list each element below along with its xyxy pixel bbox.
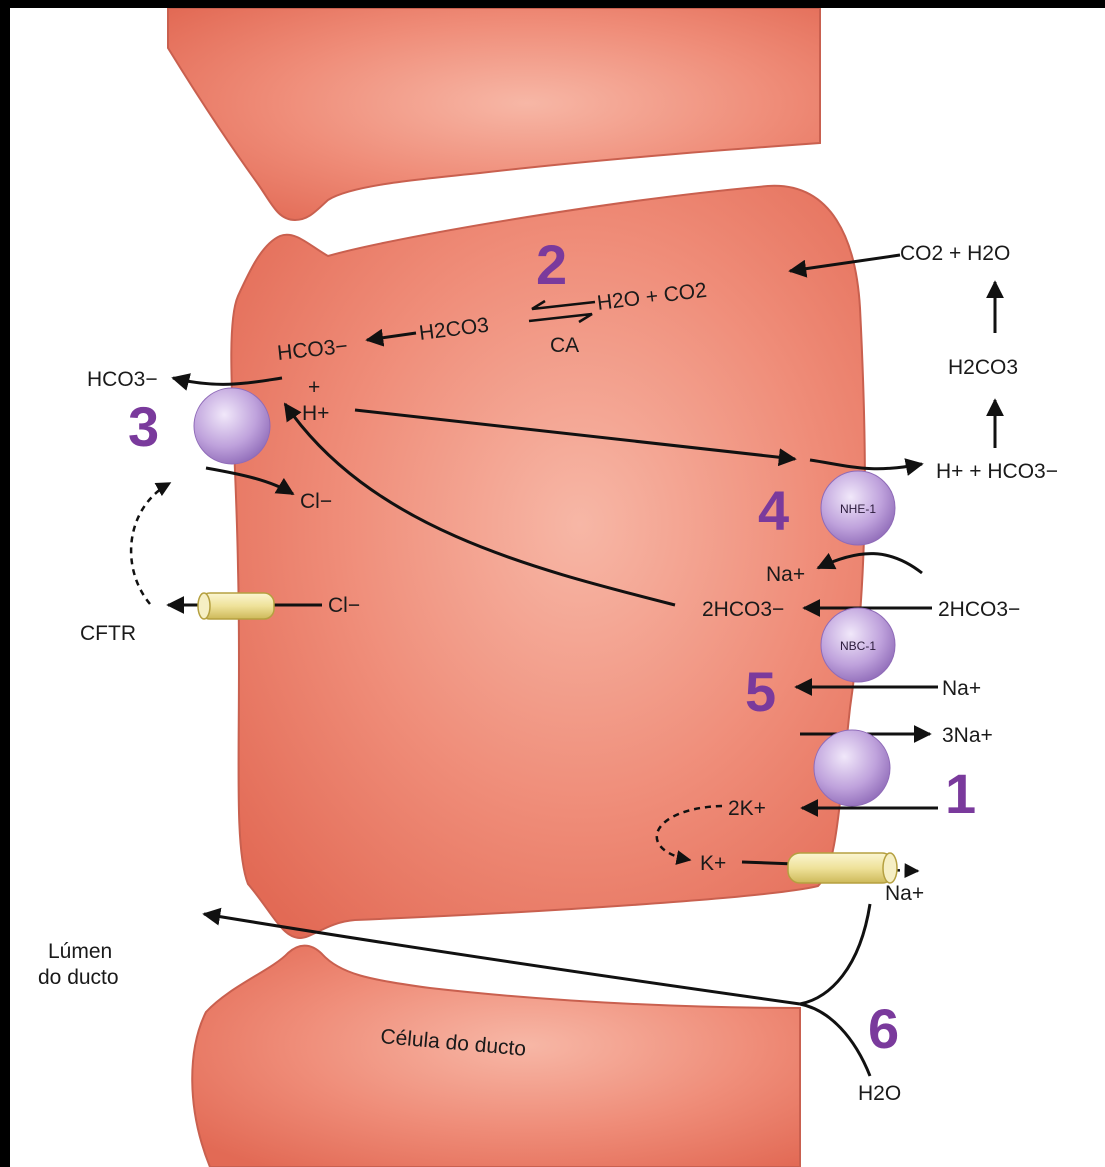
label-cftr: CFTR bbox=[80, 622, 136, 645]
arrow-paracellular-h2o bbox=[800, 1004, 870, 1076]
step-number-4: 4 bbox=[758, 479, 789, 542]
label-lumen-line2: do ducto bbox=[38, 966, 119, 989]
label-co2-h2o-blood: CO2 + H2O bbox=[900, 242, 1010, 265]
arrow-k-exit bbox=[742, 862, 795, 864]
label-lumen-line1: Lúmen bbox=[48, 940, 112, 963]
label-h-plus-in: H+ bbox=[302, 402, 329, 425]
step-number-3: 3 bbox=[128, 395, 159, 458]
na-k-atpase bbox=[814, 730, 890, 806]
k-channel bbox=[788, 853, 897, 883]
ductal-cell bbox=[231, 186, 865, 938]
diagram-canvas: NHE-1 NBC-1 CO2 + H2O H2CO3 H+ + HCO3− H… bbox=[10, 8, 1105, 1167]
step-number-1: 1 bbox=[945, 762, 976, 825]
label-h-hco3-blood: H+ + HCO3− bbox=[936, 460, 1058, 483]
label-2k: 2K+ bbox=[728, 797, 766, 820]
label-na-nhe: Na+ bbox=[766, 563, 805, 586]
label-na-paracellular: Na+ bbox=[885, 882, 924, 905]
arrow-cl-recycle bbox=[131, 483, 170, 604]
label-h2co3-blood: H2CO3 bbox=[948, 356, 1018, 379]
cl-hco3-exchanger bbox=[194, 388, 270, 464]
upper-neighbor-cell bbox=[168, 8, 820, 220]
arrow-paracellular-na bbox=[800, 904, 870, 1004]
ductal-cell-diagram: NHE-1 NBC-1 CO2 + H2O H2CO3 H+ + HCO3− H… bbox=[10, 8, 1105, 1167]
label-plus: + bbox=[308, 376, 320, 399]
step-number-2: 2 bbox=[536, 233, 567, 296]
label-na-nbc: Na+ bbox=[942, 677, 981, 700]
label-h2o-paracellular: H2O bbox=[858, 1082, 901, 1105]
cftr-channel bbox=[198, 593, 274, 619]
label-2hco3-blood: 2HCO3− bbox=[938, 598, 1020, 621]
label-2hco3-in: 2HCO3− bbox=[702, 598, 784, 621]
step-number-6: 6 bbox=[868, 997, 899, 1060]
label-cl-channel: Cl− bbox=[328, 594, 360, 617]
label-3na: 3Na+ bbox=[942, 724, 993, 747]
nhe1-label: NHE-1 bbox=[840, 502, 876, 516]
label-ca: CA bbox=[550, 334, 579, 357]
label-cl-top: Cl− bbox=[300, 490, 332, 513]
step-number-5: 5 bbox=[745, 660, 776, 723]
label-k-in: K+ bbox=[700, 852, 726, 875]
label-hco3-out-left: HCO3− bbox=[87, 368, 158, 391]
nbc1-label: NBC-1 bbox=[840, 639, 876, 653]
